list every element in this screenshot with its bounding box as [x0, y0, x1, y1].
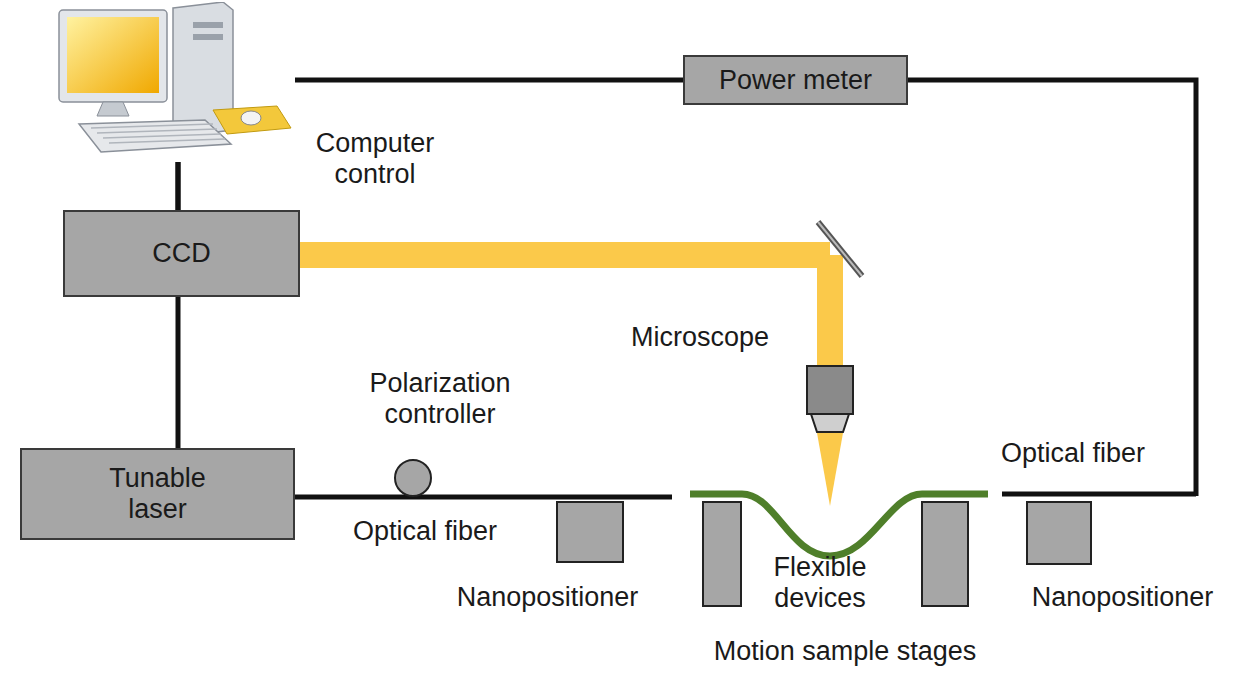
mouse [241, 111, 261, 125]
mirror [818, 222, 862, 276]
key-row [97, 129, 217, 133]
key-row [91, 124, 213, 128]
nanopositioner [557, 502, 623, 562]
computer-label: Computer control [300, 128, 450, 190]
monitor [59, 10, 167, 102]
computer-icon [55, 2, 295, 162]
part-label: Optical fiber [968, 438, 1178, 469]
drive-bay [193, 22, 223, 28]
objective-lens [807, 366, 853, 414]
light-beam [300, 242, 830, 268]
part-label: Motion sample stages [660, 636, 1030, 667]
box-label: Tunable laser [78, 463, 238, 525]
part-label: Nanopositioner [425, 582, 670, 613]
sample-stage [922, 502, 968, 606]
part-label: Nanopositioner [1000, 582, 1245, 613]
nanopositioner [1027, 502, 1091, 564]
mirror [818, 222, 862, 276]
monitor-screen [67, 17, 159, 93]
instrument-box: CCD [63, 210, 300, 297]
key-row [103, 134, 221, 138]
box-label: Power meter [719, 65, 872, 96]
polarization-controller [395, 460, 431, 496]
optical-fiber [1002, 492, 1196, 497]
drive-bay [193, 34, 223, 40]
flexible-device [690, 494, 988, 556]
instrument-box: Tunable laser [20, 448, 295, 540]
computer-node: Computer control [55, 2, 295, 162]
instrument-box: Power meter [683, 55, 908, 105]
optical-fiber [295, 495, 672, 500]
control-wire [295, 78, 683, 83]
sample-stage [703, 502, 741, 606]
focused-beam [817, 433, 843, 506]
signal-wire [908, 80, 1196, 496]
key-row [109, 139, 225, 143]
part-label: Flexible devices [745, 552, 895, 614]
box-label: CCD [152, 238, 211, 269]
light-beam [817, 255, 843, 367]
part-label: Microscope [600, 322, 800, 353]
mouse-pad [213, 106, 291, 134]
part-label: Polarization controller [330, 368, 550, 430]
objective-lens [811, 414, 849, 432]
keyboard [79, 120, 231, 152]
part-label: Optical fiber [320, 516, 530, 547]
control-wire [176, 162, 181, 448]
monitor-stand [97, 102, 129, 116]
